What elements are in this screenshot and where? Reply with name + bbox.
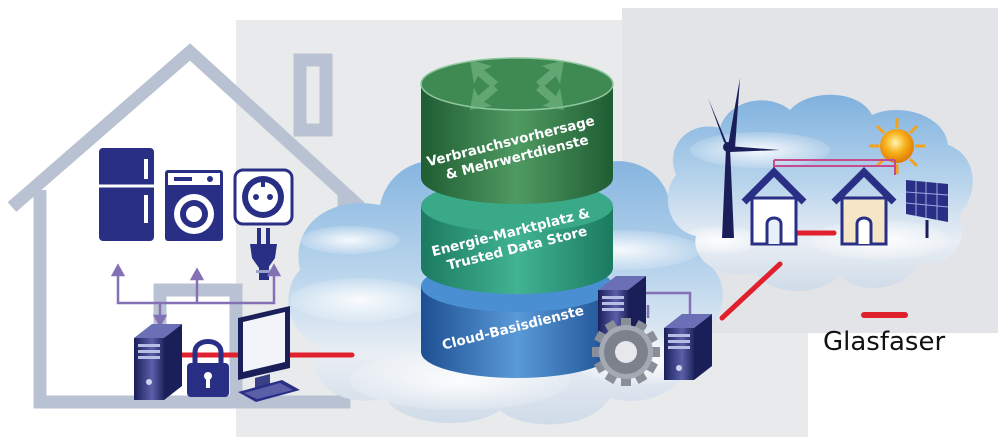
sun-icon	[869, 118, 925, 174]
home-icon	[831, 167, 897, 246]
server-icon	[134, 324, 182, 400]
house-connectors	[773, 159, 896, 175]
wind-turbine-icon	[708, 78, 780, 238]
server-icon	[664, 314, 712, 380]
legend-label: Glasfaser	[823, 327, 945, 357]
legend: Glasfaser	[823, 312, 945, 357]
keyboard-icon	[238, 380, 300, 402]
appliance-connector-lines	[110, 263, 282, 328]
data-stack: Verbrauchsvorhersage & Mehrwertdienste E…	[420, 57, 614, 378]
plug-icon	[250, 228, 277, 280]
power-socket-icon	[233, 168, 294, 226]
fiber-line-diagonal	[719, 261, 783, 321]
home-icon	[741, 167, 807, 246]
cloud-servers	[592, 276, 712, 386]
fridge-icon	[99, 148, 154, 241]
washing-machine-icon	[165, 170, 223, 241]
padlock-icon	[187, 339, 229, 397]
arrows-watermark-icon	[470, 60, 564, 110]
gear-icon	[592, 318, 660, 386]
solar-panel-icon	[905, 180, 949, 238]
stack-layer-top	[420, 57, 614, 204]
